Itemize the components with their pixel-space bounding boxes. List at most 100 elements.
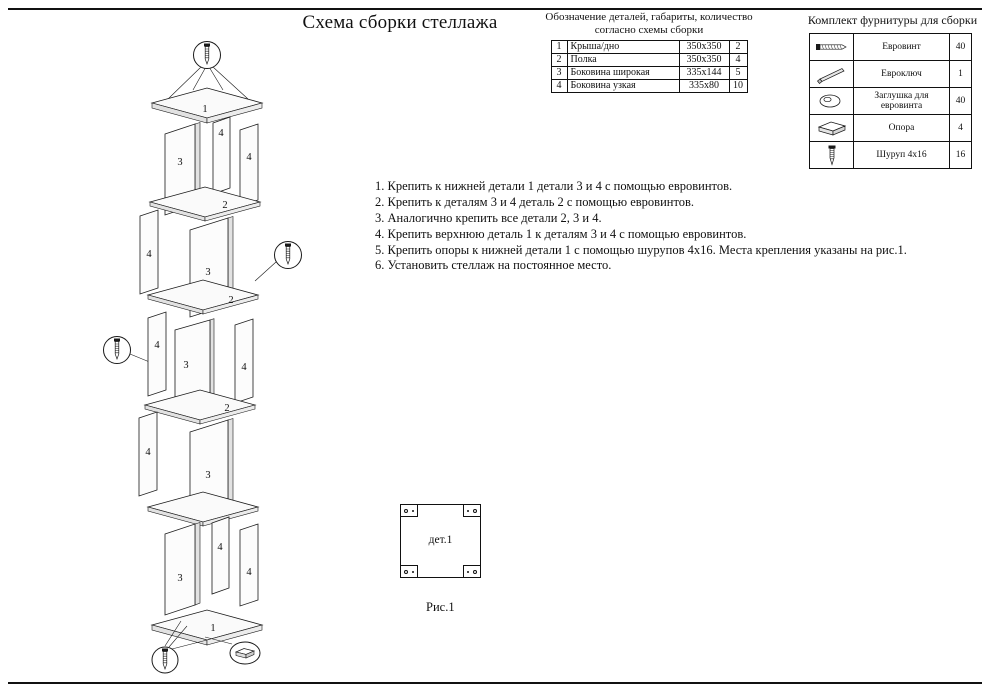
shelf-board (145, 390, 255, 424)
table-row: Евровинт 40 (809, 33, 972, 61)
hardware-qty: 40 (949, 33, 972, 61)
hardware-name: Евровинт (853, 33, 950, 61)
table-row: 3 Боковина широкая 335x144 5 (550, 65, 748, 80)
table-row: 1 Крыша/дно 350x350 2 (550, 39, 748, 54)
screw-hole-icon (404, 569, 409, 574)
part-label: 4 (246, 152, 252, 163)
shelf-board (148, 280, 258, 314)
table-row: 2 Полка 350x350 4 (550, 52, 748, 67)
hardware-qty: 4 (949, 114, 972, 142)
plug-icon (819, 94, 840, 108)
part-qty: 2 (728, 39, 748, 54)
part-label: 4 (154, 340, 160, 351)
screw-hole-icon (467, 570, 470, 573)
part-num: 4 (550, 78, 568, 93)
part-label: 3 (205, 267, 210, 278)
hardware-icon-cell (809, 87, 854, 115)
callout-screw-bottom-icon (152, 647, 178, 673)
part-num: 2 (550, 52, 568, 67)
part-labels: 1 4 3 4 2 4 3 2 4 3 4 2 4 3 3 4 4 1 (145, 104, 252, 634)
callout-support-icon (230, 642, 260, 664)
parts-table-title-line2: согласно схемы сборки (594, 23, 704, 36)
eurovint-icon (815, 44, 847, 50)
part-label: 4 (145, 447, 151, 458)
top-board (152, 88, 262, 123)
hardware-table-title: Комплект фурнитуры для сборки (807, 13, 978, 27)
assembly-instructions: 1. Крепить к нижней детали 1 детали 3 и … (375, 179, 907, 274)
screw-hole-icon (411, 570, 414, 573)
support-icon (817, 121, 846, 136)
part-label: 3 (205, 470, 210, 481)
instruction-step: 5. Крепить опоры к нижней детали 1 с пом… (375, 242, 907, 257)
part-qty: 5 (728, 65, 748, 80)
part-qty: 10 (728, 78, 748, 93)
part-num: 1 (550, 39, 568, 54)
callout-screw-top-icon (168, 42, 248, 100)
instruction-step: 1. Крепить к нижней детали 1 детали 3 и … (375, 179, 733, 193)
part-label: 4 (241, 362, 247, 373)
shelf-board (148, 492, 258, 526)
part-label: 4 (246, 567, 252, 578)
part-name: Боковина узкая (566, 78, 680, 93)
part-label: 2 (224, 403, 229, 414)
part-label: 2 (222, 200, 227, 211)
corner-mount-box (463, 504, 481, 517)
instruction-step: 6. Установить стеллаж на постоянное мест… (375, 258, 612, 273)
page-title: Схема сборки стеллажа (302, 12, 498, 33)
screw-hole-icon (404, 508, 409, 513)
shelf-board (150, 187, 260, 221)
section-3-panels (148, 312, 253, 412)
det1-label: дет.1 (428, 534, 453, 546)
part-qty: 4 (728, 52, 748, 67)
hardware-icon-cell (809, 114, 854, 142)
part-label: 2 (228, 295, 233, 306)
screw-hole-icon (411, 509, 414, 512)
part-name: Полка (566, 52, 680, 67)
instruction-step: 3. Аналогично крепить все детали 2, 3 и … (375, 210, 602, 225)
hardware-table-block: Комплект фурнитуры для сборки Евровинт 4… (795, 13, 990, 169)
corner-mount-box (463, 565, 481, 578)
parts-table: 1 Крыша/дно 350x350 2 2 Полка 350x350 4 … (550, 39, 748, 93)
figure-det1: дет.1 Рис.1 (400, 504, 481, 615)
eurokey-icon (816, 68, 845, 84)
corner-mount-box (400, 565, 418, 578)
table-row: Евроключ 1 (809, 60, 972, 88)
parts-table-title-line1: Обозначение деталей, габариты, количеств… (545, 11, 753, 23)
hardware-name: Шуруп 4x16 (853, 141, 950, 169)
parts-table-title: Обозначение деталей, габариты, количеств… (533, 11, 765, 37)
part-size: 350x350 (678, 39, 730, 54)
part-label: 3 (177, 573, 182, 584)
hardware-table: Евровинт 40 Евроключ 1 (809, 33, 972, 169)
table-row: 4 Боковина узкая 335x80 10 (550, 78, 748, 93)
hardware-icon-cell (809, 33, 854, 61)
part-size: 335x144 (678, 65, 730, 80)
assembly-diagram: 1 4 3 4 2 4 3 2 4 3 4 2 4 3 3 4 4 1 (55, 20, 325, 680)
callout-screw-left-icon (104, 337, 153, 364)
hardware-name: Евроключ (853, 60, 950, 88)
hardware-name: Опора (853, 114, 950, 142)
top-rule (8, 8, 982, 10)
screw-hole-icon (472, 569, 477, 574)
hardware-icon-cell (809, 141, 854, 169)
part-label: 3 (177, 157, 182, 168)
part-label: 4 (146, 249, 152, 260)
bottom-rule (8, 682, 982, 684)
corner-mount-box (400, 504, 418, 517)
hardware-qty: 16 (949, 141, 972, 169)
hardware-qty: 1 (949, 60, 972, 88)
screw-hole-icon (472, 508, 477, 513)
instruction-step: 2. Крепить к деталям 3 и 4 деталь 2 с по… (375, 194, 695, 209)
screw-hole-icon (467, 509, 470, 512)
hardware-qty: 40 (949, 87, 972, 115)
part-num: 3 (550, 65, 568, 80)
part-label: 1 (202, 104, 207, 115)
bottom-board (152, 610, 262, 649)
det1-bottom-view: дет.1 (400, 504, 481, 578)
screw-icon (828, 145, 835, 166)
part-label: 3 (183, 360, 188, 371)
part-label: 4 (217, 542, 223, 553)
table-row: Заглушка для евровинта 40 (809, 87, 972, 115)
instruction-step: 4. Крепить верхнюю деталь 1 к деталям 3 … (375, 226, 747, 241)
callout-screw-right-icon (255, 242, 302, 282)
